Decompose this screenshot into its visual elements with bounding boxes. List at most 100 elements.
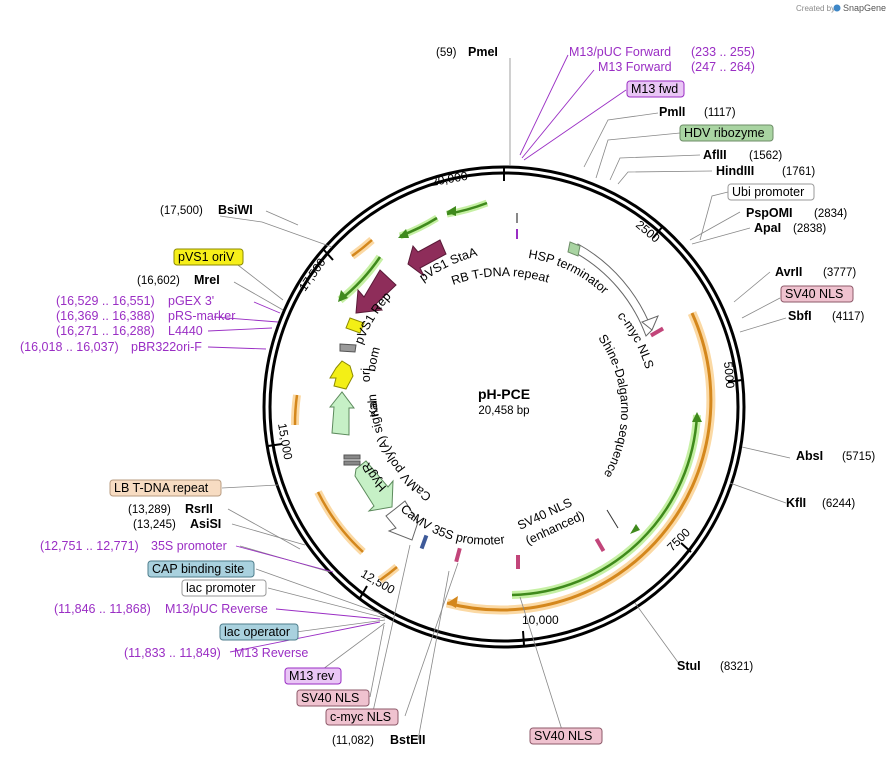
bsiwi-label[interactable]: BsiWI [218,203,253,217]
bsiwi-pos: (17,500) [160,205,203,217]
lb-tdna-box[interactable]: LB T-DNA repeat [109,479,222,497]
orange-left1[interactable] [351,239,373,258]
pvs1-staa-arrow[interactable] [407,239,447,277]
hdv-ribozyme-block[interactable] [567,241,581,257]
pmli-pos: (1117) [704,107,736,119]
absi-label[interactable]: AbsI [796,449,823,463]
green-top-arrow[interactable] [446,201,488,216]
m13-rev-primer-label[interactable]: M13 Reverse [234,646,308,660]
lac-promoter-text: lac promoter [186,581,255,595]
m13puc-rev-pos: (11,846 .. 11,868) [54,602,151,616]
tick-label-17500: 17,500 [296,255,329,293]
aflii-label[interactable]: AflII [703,148,727,162]
lac-operator-text: lac operator [224,625,290,639]
camv-35s-promoter-arrow[interactable] [385,500,419,541]
lb-tdna-text: LB T-DNA repeat [114,481,209,495]
cmyc-nls-bottom-text: c-myc NLS [330,710,391,724]
primer-leader-lines [207,54,627,653]
tick-label-10000: 10,000 [522,613,559,627]
pvs1-oriv-box[interactable]: pVS1 oriV [173,248,244,266]
watermark-brand: SnapGene [843,3,886,13]
pspomi-label[interactable]: PspOMI [746,206,793,220]
m13puc-rev-label[interactable]: M13/pUC Reverse [165,602,268,616]
watermark: Created by [796,4,835,13]
pink-mark-2 [516,555,520,569]
ubi-promoter-text: Ubi promoter [732,185,804,199]
green-top-arrowhead [446,206,456,216]
pbr322ori-pos: (16,018 .. 16,037) [20,340,119,354]
orange-left3-highlight [314,490,366,555]
m13-fwd-primer-label[interactable]: M13 Forward [598,60,672,74]
sv40-nls-bottom-box[interactable]: SV40 NLS [529,727,603,745]
prs-marker-label[interactable]: pRS-marker [168,309,235,323]
ubi-promoter-box[interactable]: Ubi promoter [727,183,815,201]
lac-promoter-box[interactable]: lac promoter [181,579,267,597]
label-bom: bom [364,345,383,372]
plasmid-name: pH-PCE [478,386,530,402]
label-ori: ori [359,368,373,383]
m13-fwd-primer-pos: (247 .. 264) [691,60,755,74]
green-top2-arrowhead [398,229,409,238]
orf-right-arrow[interactable] [446,312,713,612]
cmyc-nls-bottom-box[interactable]: c-myc NLS [325,708,399,726]
tick-label-15000: 15,000 [275,422,295,461]
tick-label-5000: 5000 [721,361,737,389]
hindiii-label[interactable]: HindIII [716,164,754,178]
green-orf-arrowhead-2 [692,412,702,422]
sbfi-label[interactable]: SbfI [788,309,812,323]
small-line [606,509,619,529]
aflii-pos: (1562) [749,150,782,162]
lac-operator-box[interactable]: lac operator [219,623,299,641]
orange-left3[interactable] [316,491,364,553]
label-rb-tdna: RB T-DNA repeat [450,265,552,288]
m13puc-fwd-label[interactable]: M13/pUC Forward [569,45,671,59]
m13-fwd-box[interactable]: M13 fwd [626,80,685,98]
pvs1-oriv-block[interactable] [345,317,365,334]
kfli-label[interactable]: KflI [786,496,806,510]
hygr-arrow[interactable] [354,460,394,512]
orange-left2[interactable] [293,394,299,426]
bsteii-label[interactable]: BstEII [390,733,425,747]
m13-rev-text: M13 rev [289,669,335,683]
sbfi-pos: (4117) [832,311,865,323]
grey-mark-1 [343,454,361,460]
m13puc-fwd-pos: (233 .. 255) [691,45,755,59]
pvs1-repa-arrow[interactable] [355,269,397,314]
hdv-ribozyme-box[interactable]: HDV ribozyme [679,124,774,142]
tick-17500 [323,249,334,261]
green-orf-right[interactable] [511,414,699,597]
ori-arrow[interactable] [329,360,354,390]
rsrii-label[interactable]: RsrII [185,502,213,516]
green-left-arrowhead [338,290,348,302]
l4440-label[interactable]: L4440 [168,324,203,338]
cap-binding-box[interactable]: CAP binding site [147,560,255,578]
p35s-label[interactable]: 35S promoter [151,539,227,553]
ubi-promoter-arrow[interactable] [573,243,653,337]
plasmid-length: 20,458 bp [478,405,529,417]
m13-rev-box[interactable]: M13 rev [284,667,342,685]
kanr-arrow[interactable] [328,391,355,436]
apai-label[interactable]: ApaI [754,221,781,235]
pmli-label[interactable]: PmlI [659,105,685,119]
label-shine-dalgarno: Shine-Dalgarno sequence [596,332,633,480]
pbr322ori-label[interactable]: pBR322ori-F [131,340,202,354]
l4440-pos: (16,271 .. 16,288) [56,324,155,338]
mrei-label[interactable]: MreI [194,273,220,287]
orf-right-arrowhead [447,596,458,608]
apai-pos: (2838) [793,223,826,235]
hdv-ribozyme-text: HDV ribozyme [684,126,765,140]
sv40-nls-right-text: SV40 NLS [785,287,843,301]
sv40-nls-right-box[interactable]: SV40 NLS [780,285,854,303]
bom-block[interactable] [339,343,357,353]
pspomi-pos: (2834) [814,208,847,220]
stui-label[interactable]: StuI [677,659,701,673]
sv40-nls-bottom-left-box[interactable]: SV40 NLS [296,689,370,707]
avrii-label[interactable]: AvrII [775,265,802,279]
pgex3-label[interactable]: pGEX 3' [168,294,214,308]
asisi-label[interactable]: AsiSI [190,517,221,531]
orange-left4[interactable] [379,566,398,582]
label-camv-35s: CaMV 35S promoter [398,502,506,548]
pmei-label[interactable]: PmeI [468,45,498,59]
tick-7500 [680,542,692,553]
